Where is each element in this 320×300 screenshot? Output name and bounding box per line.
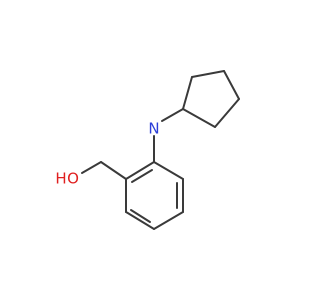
molecule-diagram: N H O	[55, 70, 240, 230]
cyclopentane-bond-4	[214, 98, 240, 128]
nitrogen-cyclopentyl-bond	[161, 108, 184, 122]
benzene-ring	[125, 161, 184, 230]
cyclopentane-bond-1	[182, 76, 193, 110]
cyclopentane-bond-3	[223, 70, 240, 100]
methylene-oxygen-bond	[81, 161, 102, 174]
cyclopentane-bond-5	[182, 108, 216, 128]
nitrogen-atom-label: N	[148, 120, 159, 138]
structure-canvas: N H O	[55, 70, 240, 230]
hydroxyl-oxygen-label: O	[67, 170, 79, 188]
benzene-bond-1	[153, 161, 184, 180]
cyclopentane-bond-2	[191, 70, 225, 78]
ring-methylene-bond	[100, 161, 127, 180]
benzene-bond-3	[153, 211, 184, 230]
cyclopentane-ring	[182, 70, 240, 128]
benzene-double-bond-3	[131, 169, 153, 183]
benzene-bond-4	[125, 211, 155, 230]
hydroxyl-hydrogen-label: H	[55, 170, 66, 188]
benzene-double-bond-2	[130, 209, 151, 223]
benzene-bond-6	[125, 161, 155, 180]
